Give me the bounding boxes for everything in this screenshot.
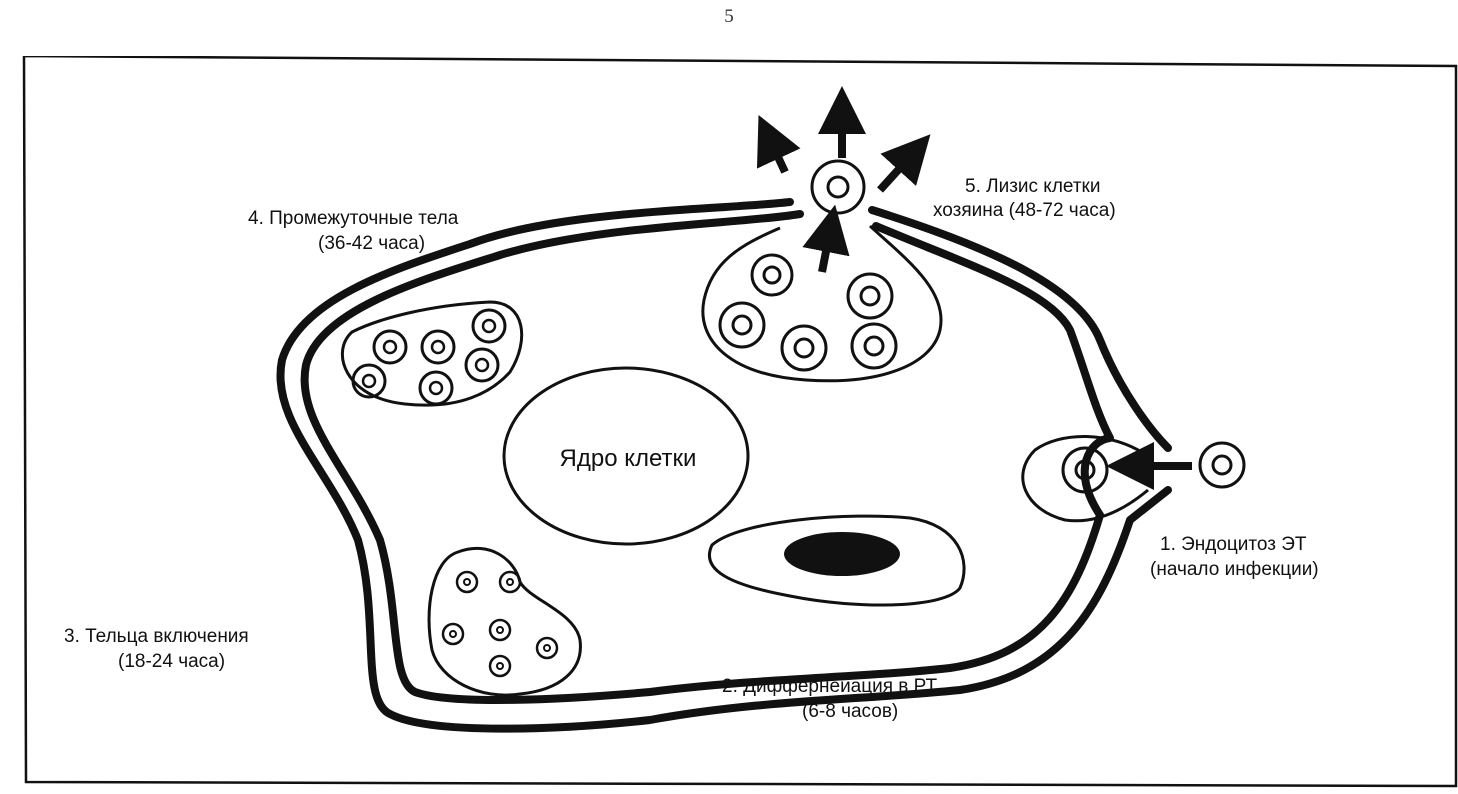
intermediate-body	[374, 331, 406, 363]
stage-1-time: (начало инфекции)	[1150, 559, 1319, 580]
vesicle-body	[848, 274, 892, 318]
intermediate-body	[473, 310, 505, 342]
stage-5-title: 5. Лизис клетки	[965, 176, 1101, 197]
arrows	[772, 118, 1192, 466]
release-arrow-vesicle	[822, 236, 829, 272]
stage-2-title: 2. Диффернеиация в РТ	[722, 676, 937, 697]
vesicle-body	[752, 255, 792, 295]
stage-5-label: 5. Лизис клетки хозяина (48-72 часа)	[933, 176, 1116, 221]
vesicle-body	[852, 324, 896, 368]
page-number: 5	[0, 6, 1458, 28]
release-arrow-right	[880, 158, 909, 190]
inclusion-particle	[457, 572, 477, 592]
reticulate-body-dark	[784, 532, 900, 576]
host-cell-membrane	[280, 202, 1168, 729]
released-body	[812, 161, 864, 213]
entering-body	[1200, 443, 1244, 487]
nucleus-label: Ядро клетки	[560, 445, 697, 472]
stage-3-title: 3. Тельца включения	[64, 626, 249, 647]
inclusion-particle	[500, 572, 520, 592]
stage-4-label: 4. Промежуточные тела (36-42 часа)	[248, 208, 464, 254]
stage-4-title: 4. Промежуточные тела	[248, 208, 459, 229]
inclusion-particle	[443, 624, 463, 644]
stage-1-title: 1. Эндоцитоз ЭТ	[1160, 534, 1307, 555]
chlamydia-life-cycle-diagram: Ядро клетки	[22, 56, 1458, 788]
release-arrow-left	[772, 144, 785, 172]
intermediate-body	[422, 331, 454, 363]
stage-3-label: 3. Тельца включения (18-24 часа)	[64, 626, 254, 672]
vesicle-body	[720, 303, 764, 347]
stage-5-time: хозяина (48-72 часа)	[933, 200, 1116, 221]
stage-4-time: (36-42 часа)	[318, 233, 425, 254]
stage-1-label: 1. Эндоцитоз ЭТ (начало инфекции)	[1150, 534, 1319, 580]
intermediate-body	[466, 349, 498, 381]
inclusion-particle	[490, 656, 510, 676]
vesicle-body	[782, 326, 826, 370]
intermediate-body	[420, 372, 452, 404]
stage-3-time: (18-24 часа)	[118, 651, 225, 672]
inclusion-particle	[490, 620, 510, 640]
inclusion-particle	[537, 638, 557, 658]
stage-2-time: (6-8 часов)	[802, 701, 898, 722]
